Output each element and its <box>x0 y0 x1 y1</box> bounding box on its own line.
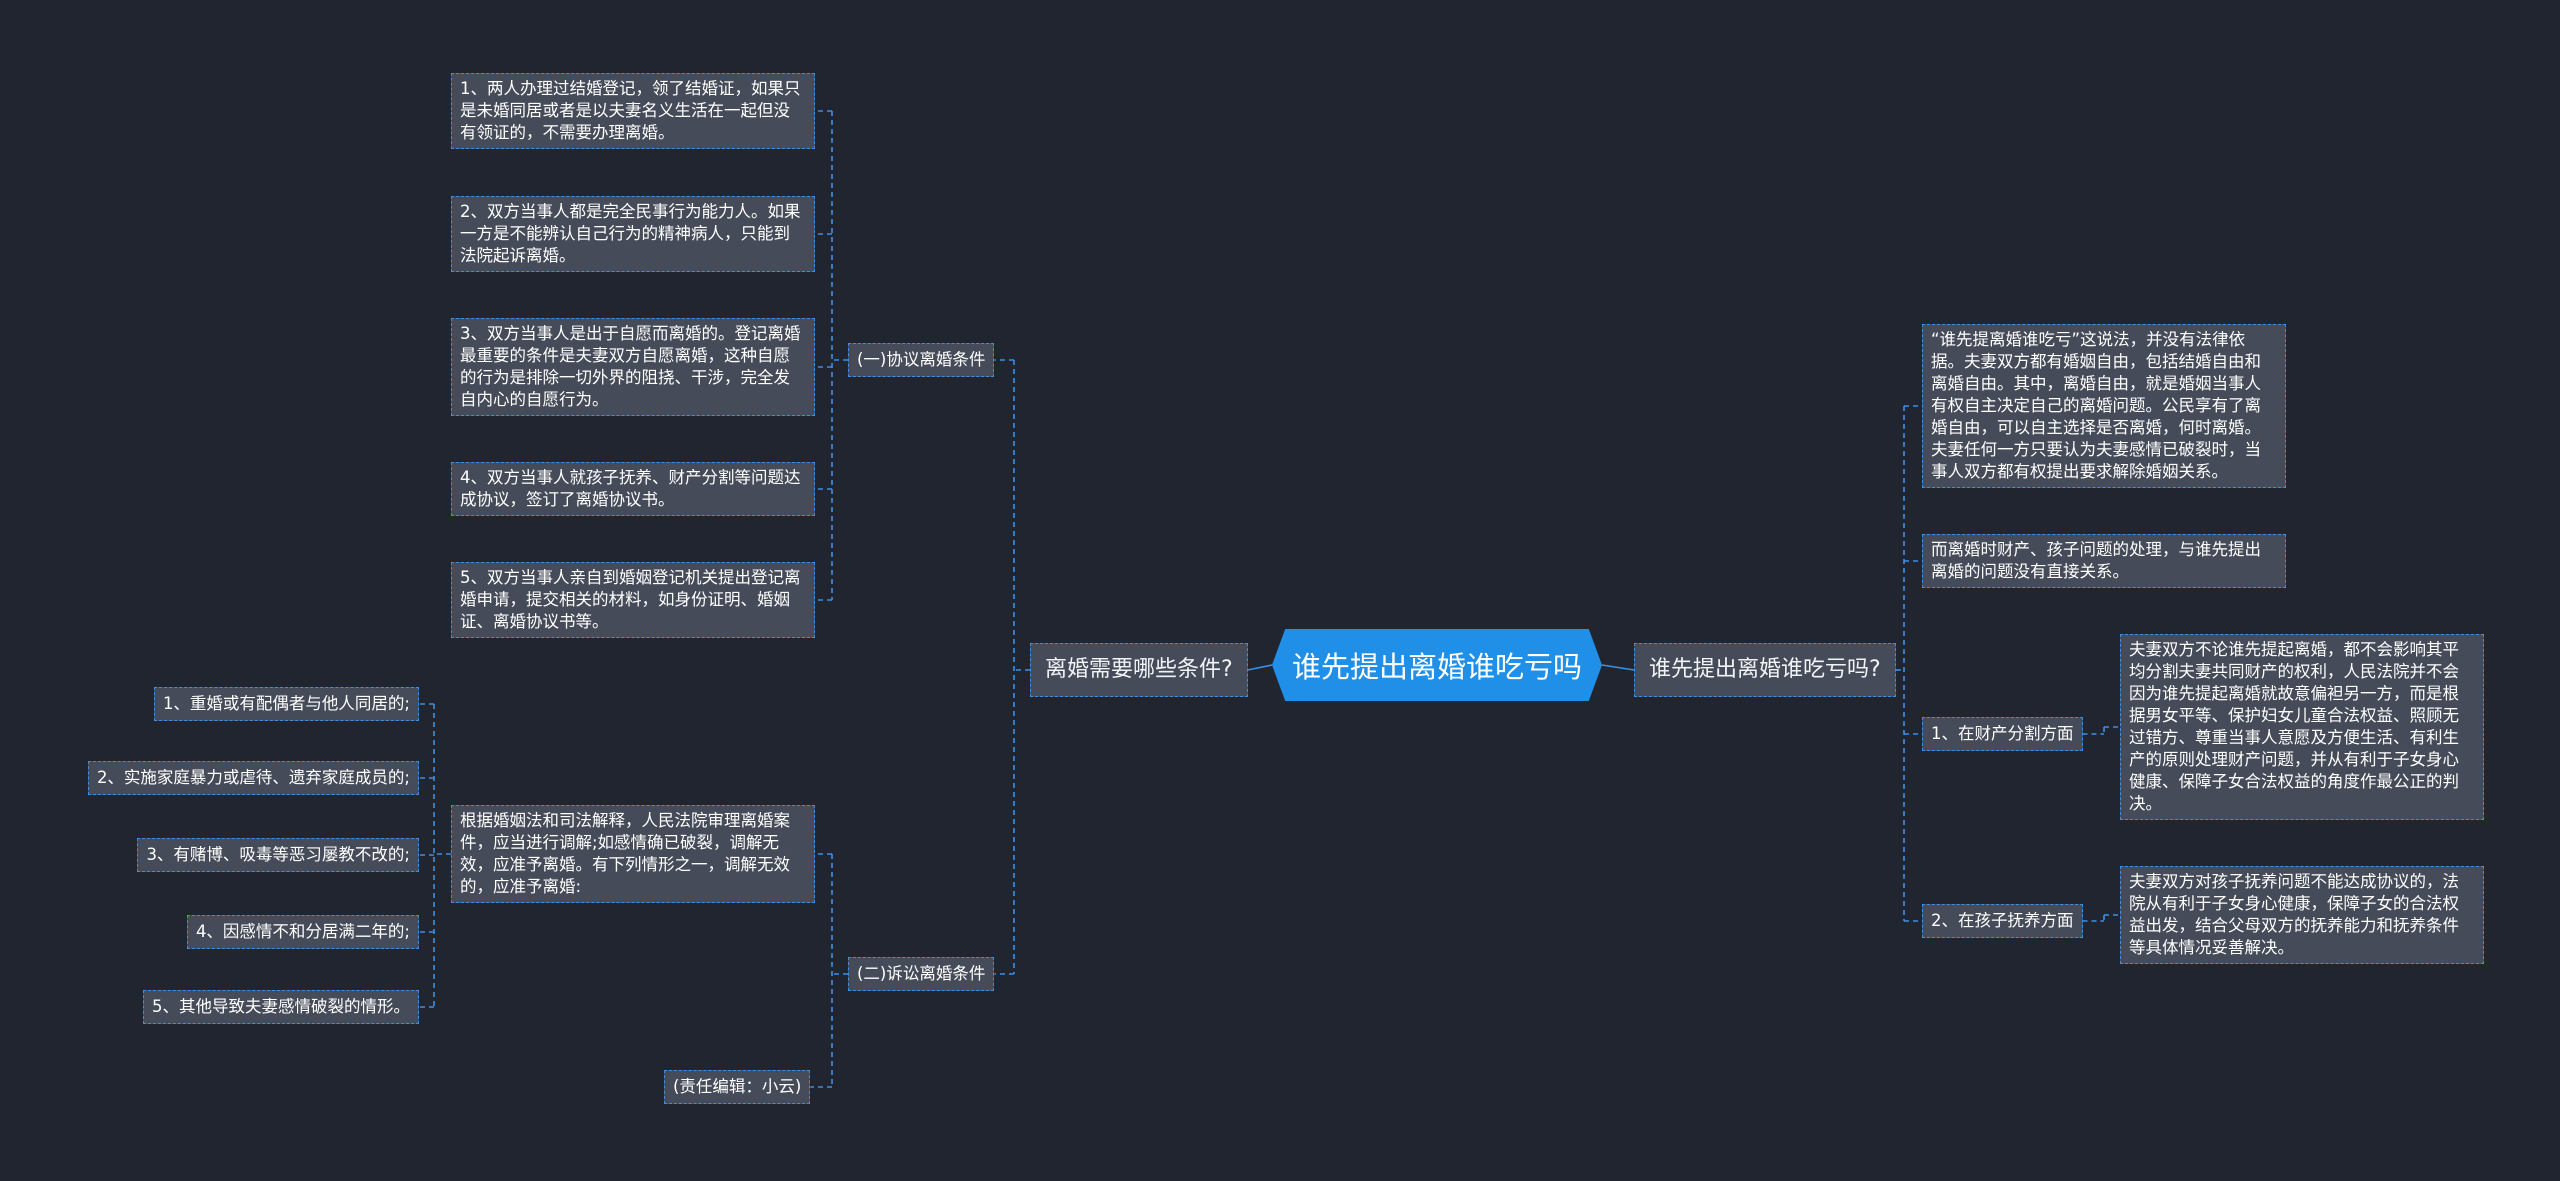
left-main-node[interactable]: 离婚需要哪些条件? <box>1030 643 1248 697</box>
root-node[interactable]: 谁先提出离婚谁吃亏吗 <box>1272 629 1602 701</box>
situation-3[interactable]: 3、有赌博、吸毒等恶习屡教不改的; <box>137 838 419 872</box>
branch-litigation-divorce[interactable]: (二)诉讼离婚条件 <box>848 957 995 991</box>
agreement-condition-4[interactable]: 4、双方当事人就孩子抚养、财产分割等问题达成协议，签订了离婚协议书。 <box>451 462 815 516</box>
root-left-connector <box>1247 664 1273 671</box>
agreement-condition-1[interactable]: 1、两人办理过结婚登记，领了结婚证，如果只是未婚同居或者是以夫妻名义生活在一起但… <box>451 73 815 149</box>
editor-credit[interactable]: (责任编辑：小云) <box>664 1070 811 1104</box>
agreement-condition-5[interactable]: 5、双方当事人亲自到婚姻登记机关提出登记离婚申请，提交相关的材料，如身份证明、婚… <box>451 562 815 638</box>
no-legal-basis-text[interactable]: “谁先提离婚谁吃亏”这说法，并没有法律依据。夫妻双方都有婚姻自由，包括结婚自由和… <box>1922 324 2286 488</box>
property-division-text[interactable]: 夫妻双方不论谁先提起离婚，都不会影响其平均分割夫妻共同财产的权利，人民法院并不会… <box>2120 634 2484 820</box>
branch-agreement-divorce[interactable]: (一)协议离婚条件 <box>848 343 995 377</box>
situation-4[interactable]: 4、因感情不和分居满二年的; <box>186 915 419 949</box>
root-right-connector <box>1601 664 1635 671</box>
litigation-detail[interactable]: 根据婚姻法和司法解释，人民法院审理离婚案件，应当进行调解;如感情确已破裂，调解无… <box>451 805 815 903</box>
child-custody-text[interactable]: 夫妻双方对孩子抚养问题不能达成协议的，法院从有利于子女身心健康，保障子女的合法权… <box>2120 866 2484 964</box>
property-children-note[interactable]: 而离婚时财产、孩子问题的处理，与谁先提出离婚的问题没有直接关系。 <box>1922 534 2286 588</box>
right-main-node[interactable]: 谁先提出离婚谁吃亏吗? <box>1634 643 1896 697</box>
situation-1[interactable]: 1、重婚或有配偶者与他人同居的; <box>153 687 419 721</box>
property-division-label[interactable]: 1、在财产分割方面 <box>1922 717 2083 751</box>
situation-2[interactable]: 2、实施家庭暴力或虐待、遗弃家庭成员的; <box>87 761 419 795</box>
child-custody-label[interactable]: 2、在孩子抚养方面 <box>1922 904 2083 938</box>
agreement-condition-2[interactable]: 2、双方当事人都是完全民事行为能力人。如果一方是不能辨认自己行为的精神病人，只能… <box>451 196 815 272</box>
situation-5[interactable]: 5、其他导致夫妻感情破裂的情形。 <box>143 990 419 1024</box>
agreement-condition-3[interactable]: 3、双方当事人是出于自愿而离婚的。登记离婚最重要的条件是夫妻双方自愿离婚，这种自… <box>451 318 815 416</box>
